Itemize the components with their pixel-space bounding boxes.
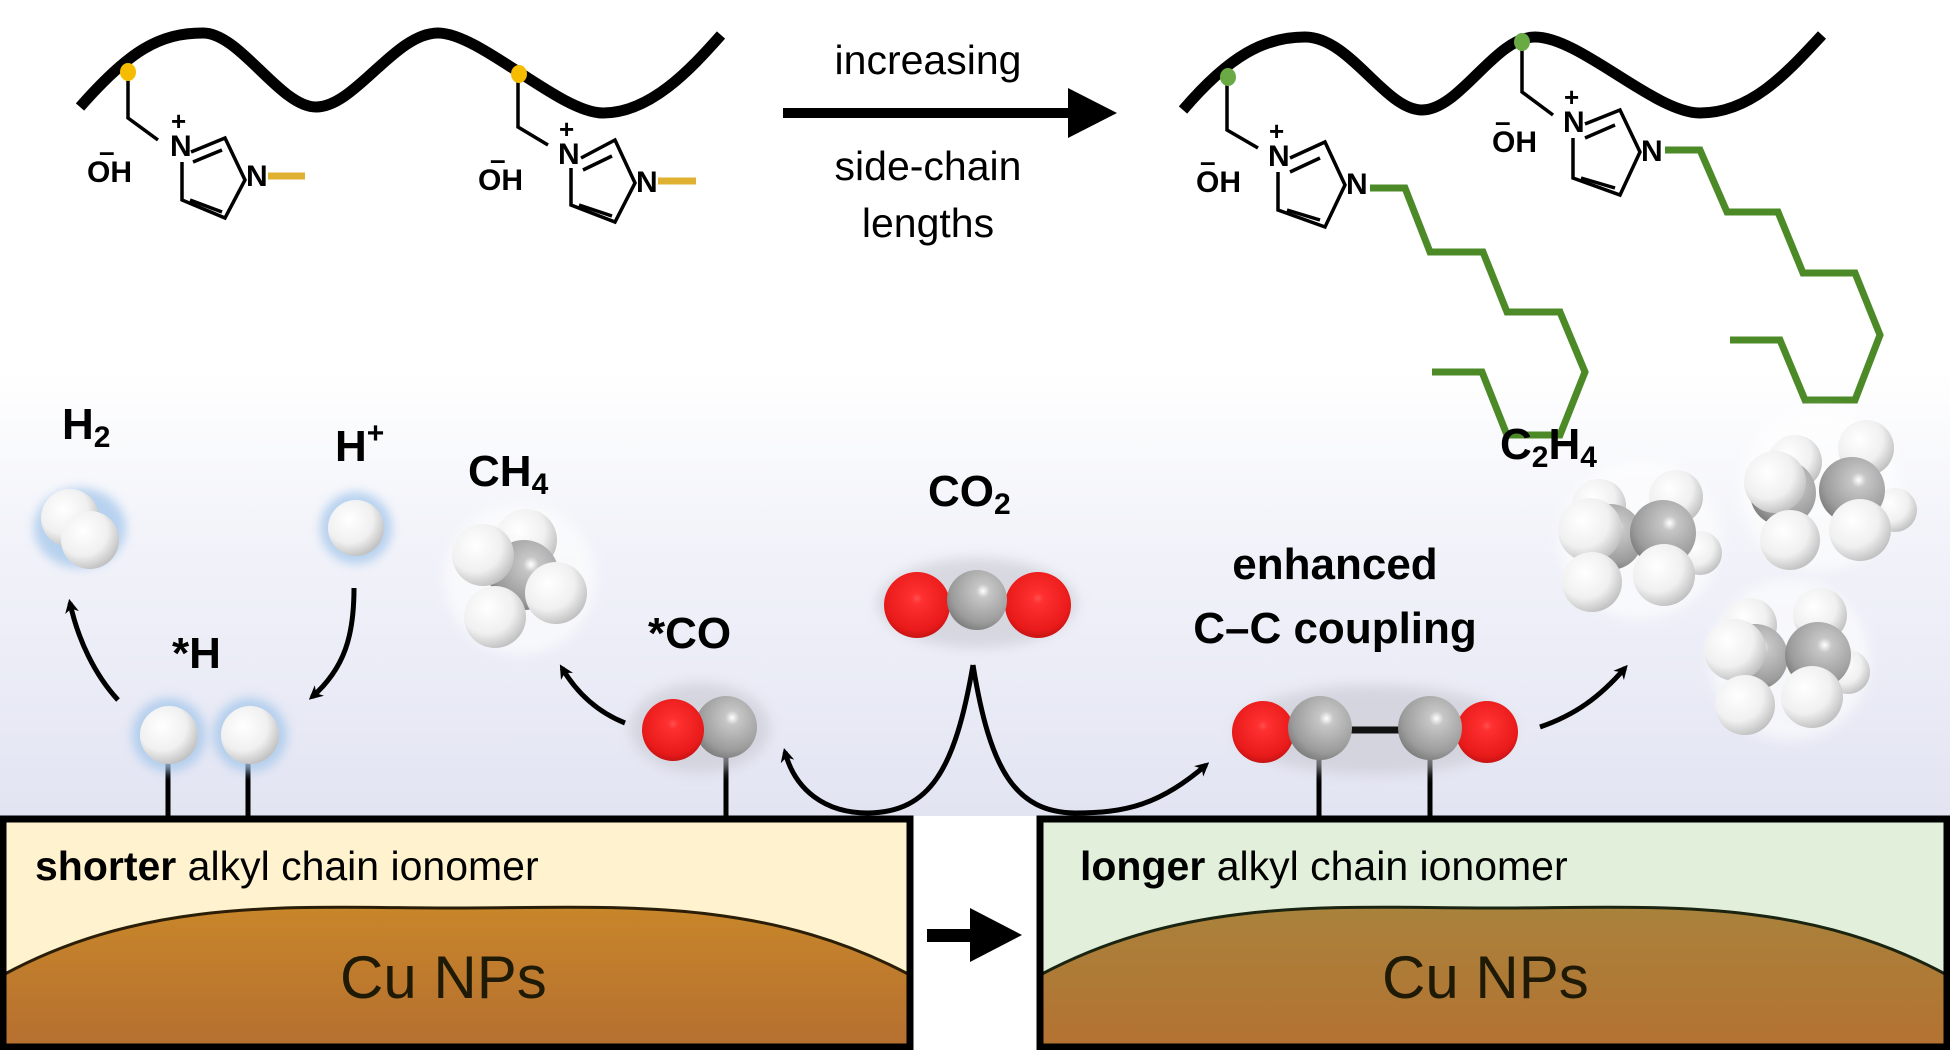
adsorbed-hydrogen bbox=[132, 698, 287, 772]
polymer-backbone-right bbox=[1178, 31, 1827, 119]
plus-charge: + bbox=[559, 114, 575, 144]
cu-nanoparticle-left bbox=[3, 907, 910, 1047]
attachment-dot bbox=[120, 63, 136, 81]
ring-n: N bbox=[1346, 168, 1368, 201]
co2-label-main: CO bbox=[928, 467, 994, 516]
polymer-backbone-left bbox=[75, 27, 726, 119]
h2-label-main: H bbox=[62, 400, 94, 449]
c2h4-label-h: H bbox=[1548, 420, 1581, 469]
arrow-label-increasing: increasing bbox=[834, 37, 1022, 83]
attachment-dot bbox=[1220, 68, 1236, 86]
ch4-label-main: CH bbox=[468, 447, 532, 496]
imidazolium-unit bbox=[126, 72, 247, 221]
adsorbed-co-label: *CO bbox=[648, 609, 732, 658]
ch4-label: CH4 bbox=[468, 447, 548, 500]
arrow-from-proton bbox=[308, 587, 357, 700]
alkyl-side-chain bbox=[1665, 146, 1884, 404]
increasing-arrow-head bbox=[1068, 88, 1117, 138]
ch4-molecule bbox=[445, 505, 595, 655]
alkyl-side-chain bbox=[1370, 184, 1589, 439]
co2-label-sub: 2 bbox=[994, 488, 1011, 521]
plus-charge: + bbox=[1269, 116, 1285, 146]
c2h4-label-sub1: 2 bbox=[1531, 441, 1549, 474]
left-panel-title: shorter alkyl chain ionomer bbox=[35, 846, 539, 887]
attachment-dot bbox=[511, 65, 527, 83]
coupling-label-line1: enhanced bbox=[1232, 540, 1438, 589]
coupled-co-dimer bbox=[1232, 685, 1518, 775]
arrow-co2-to-co bbox=[780, 664, 976, 816]
arrow-co2-to-coupling bbox=[970, 664, 1210, 816]
h2-label: H2 bbox=[62, 400, 110, 453]
arrow-to-c2h4 bbox=[1539, 664, 1628, 730]
c2h4-molecule bbox=[1704, 580, 1870, 740]
h2-label-sub: 2 bbox=[93, 421, 111, 454]
c2h4-molecule bbox=[1558, 460, 1722, 620]
adsorbed-h-label: *H bbox=[172, 629, 221, 678]
arrow-label-side-chain: side-chain bbox=[834, 143, 1022, 189]
ring-n: N bbox=[1641, 135, 1663, 168]
right-ionomer-structure bbox=[1178, 31, 1884, 439]
left-panel-title-rest: alkyl chain ionomer bbox=[176, 843, 539, 889]
c2h4-molecule bbox=[1740, 410, 1917, 570]
hydroxide-label: OH bbox=[1196, 166, 1241, 199]
proton-label: H+ bbox=[335, 419, 384, 471]
right-panel-title-rest: alkyl chain ionomer bbox=[1205, 843, 1568, 889]
hydroxide-charge: – bbox=[99, 136, 115, 167]
left-ionomer-structure bbox=[75, 27, 726, 225]
left-panel-title-bold: shorter bbox=[35, 843, 177, 889]
left-cu-label: Cu NPs bbox=[340, 944, 547, 1011]
proton-label-main: H bbox=[335, 422, 367, 471]
cu-nanoparticle-right bbox=[1040, 907, 1947, 1047]
ring-n-plus: N bbox=[558, 138, 580, 171]
left-panel bbox=[0, 815, 914, 1050]
c2h4-label: C2H4 bbox=[1500, 420, 1597, 473]
hydroxide-label: OH bbox=[1492, 126, 1537, 159]
h2-molecule bbox=[34, 488, 126, 569]
arrow-to-h2 bbox=[65, 598, 120, 702]
co2-label: CO2 bbox=[928, 467, 1011, 520]
c2h4-label-c: C bbox=[1500, 420, 1532, 469]
attachment-dot bbox=[1514, 33, 1530, 51]
hydroxide-label: OH bbox=[87, 156, 132, 189]
ch4-label-sub: 4 bbox=[531, 468, 549, 501]
ring-n-plus: N bbox=[170, 130, 192, 163]
proton-label-sup: + bbox=[366, 417, 385, 450]
ring-n-plus: N bbox=[1268, 140, 1290, 173]
imidazolium-unit bbox=[1225, 77, 1347, 230]
adsorbed-co bbox=[630, 683, 770, 773]
panel-transition-arrow bbox=[927, 908, 1022, 962]
right-panel-title-bold: longer bbox=[1080, 843, 1206, 889]
coupling-label-line2: C–C coupling bbox=[1193, 604, 1477, 653]
hydroxide-label: OH bbox=[478, 164, 523, 197]
hydroxide-charge: – bbox=[1200, 146, 1216, 177]
plus-charge: + bbox=[171, 106, 187, 136]
right-cu-label: Cu NPs bbox=[1382, 944, 1589, 1011]
right-panel bbox=[1036, 815, 1950, 1050]
plus-charge: + bbox=[1564, 82, 1580, 112]
arrow-to-ch4 bbox=[559, 664, 626, 726]
c2h4-molecules bbox=[1558, 410, 1917, 740]
arrow-label-lengths: lengths bbox=[861, 200, 995, 246]
ring-n-plus: N bbox=[1563, 106, 1585, 139]
c2h4-label-sub2: 4 bbox=[1580, 441, 1597, 474]
proton bbox=[320, 492, 392, 564]
imidazolium-unit bbox=[1520, 42, 1642, 198]
hydroxide-charge: – bbox=[490, 144, 506, 175]
imidazolium-unit bbox=[516, 74, 637, 225]
ring-n: N bbox=[636, 166, 658, 199]
co2-molecule bbox=[877, 558, 1077, 648]
reaction-arrows bbox=[65, 587, 1628, 816]
ring-n: N bbox=[246, 160, 268, 193]
right-panel-title: longer alkyl chain ionomer bbox=[1080, 846, 1568, 887]
hydroxide-charge: – bbox=[1495, 106, 1511, 137]
